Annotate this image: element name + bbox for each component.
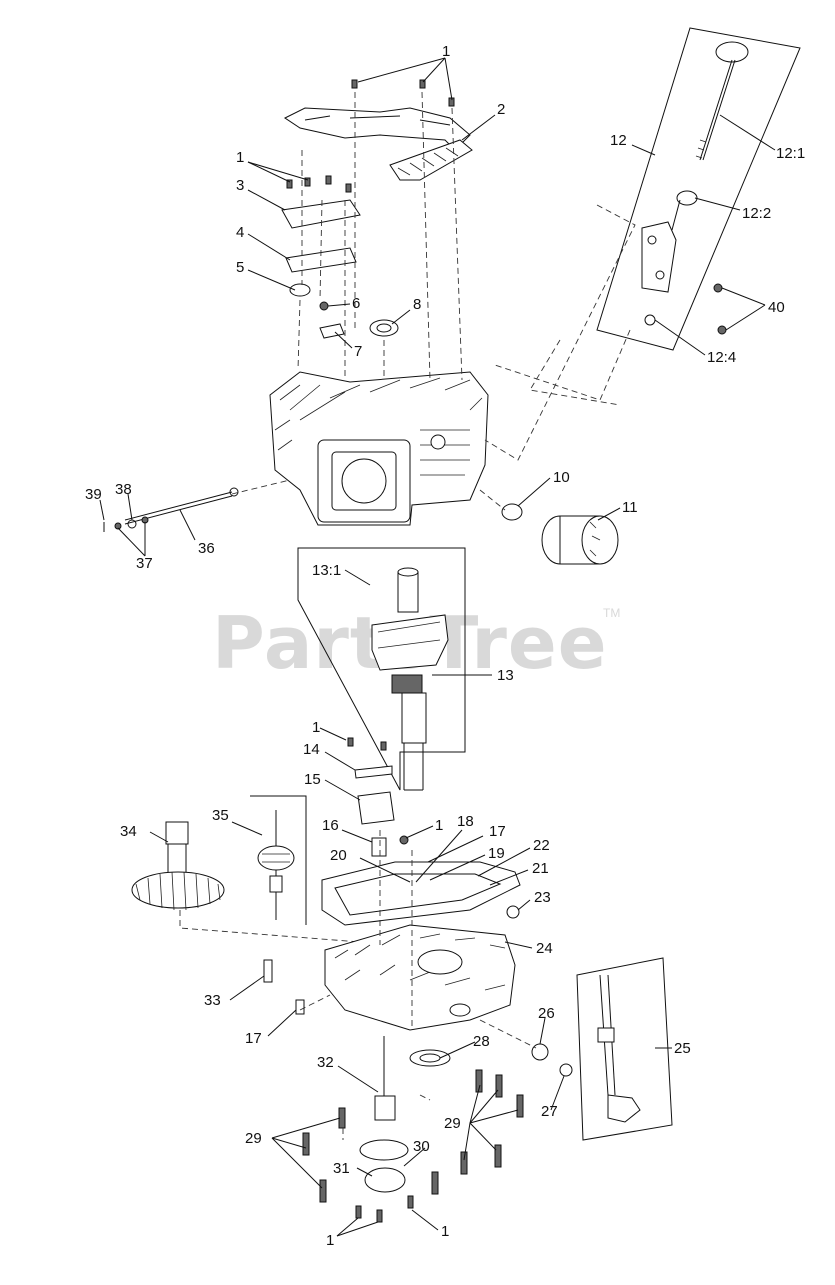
callout-6: 6 xyxy=(352,295,360,312)
callout-13-1: 13:1 xyxy=(312,562,341,579)
callout-22: 22 xyxy=(533,837,550,854)
callout-4: 4 xyxy=(236,224,244,241)
callout-18: 18 xyxy=(457,813,474,830)
callout-30: 30 xyxy=(413,1138,430,1155)
callout-17-top: 17 xyxy=(489,823,506,840)
callout-38: 38 xyxy=(115,481,132,498)
bolt-set-29 xyxy=(302,1069,524,1203)
callout-29-right: 29 xyxy=(444,1115,461,1132)
screws-bottom xyxy=(355,1195,414,1223)
dipstick-box xyxy=(596,27,801,351)
pin-17 xyxy=(295,999,305,1015)
crankcase-cover xyxy=(324,924,516,1031)
plug-26 xyxy=(531,1043,549,1061)
screw-set-left xyxy=(286,175,352,193)
callout-24: 24 xyxy=(536,940,553,957)
plug-23 xyxy=(506,905,520,919)
callout-7: 7 xyxy=(354,343,362,360)
callout-39: 39 xyxy=(85,486,102,503)
crankcase-gasket xyxy=(321,861,521,926)
callout-31: 31 xyxy=(333,1160,350,1177)
callout-28: 28 xyxy=(473,1033,490,1050)
callout-13: 13 xyxy=(497,667,514,684)
callout-37: 37 xyxy=(136,555,153,572)
screw-40b xyxy=(717,325,727,335)
callout-1-bottom-left: 1 xyxy=(326,1232,334,1249)
head-cover xyxy=(284,107,471,151)
callout-25: 25 xyxy=(674,1040,691,1057)
valve-cover-bracket xyxy=(389,139,473,181)
governor-shaft xyxy=(103,487,239,532)
callout-26: 26 xyxy=(538,1005,555,1022)
washer-27 xyxy=(559,1063,573,1077)
callout-14: 14 xyxy=(303,741,320,758)
governor-assembly-32 xyxy=(374,1036,396,1121)
screw-6 xyxy=(319,301,329,311)
callout-15: 15 xyxy=(304,771,321,788)
callout-1-left: 1 xyxy=(236,149,244,166)
seal-8 xyxy=(369,319,399,337)
callout-1-top: 1 xyxy=(442,43,450,60)
filter-adapter xyxy=(501,503,523,521)
plate-31 xyxy=(364,1167,406,1193)
callout-27: 27 xyxy=(541,1103,558,1120)
callout-5: 5 xyxy=(236,259,244,276)
cam-gear-35 xyxy=(257,810,295,920)
callout-12-1: 12:1 xyxy=(776,145,805,162)
oil-filter xyxy=(541,515,619,565)
callout-35: 35 xyxy=(212,807,229,824)
callout-36: 36 xyxy=(198,540,215,557)
screw-set-top xyxy=(351,79,455,107)
callout-1-bottom-right: 1 xyxy=(441,1223,449,1240)
callout-1-b: 1 xyxy=(435,817,443,834)
plug-16 xyxy=(371,837,387,857)
cylinder-block xyxy=(269,371,489,526)
plug-5 xyxy=(289,283,311,297)
crankshaft-box xyxy=(297,547,466,791)
oil-tube-14 xyxy=(354,765,393,779)
breather-tube xyxy=(597,974,641,1123)
callout-29-left: 29 xyxy=(245,1130,262,1147)
cam-box xyxy=(250,795,307,925)
crankshaft xyxy=(371,567,449,791)
callout-16: 16 xyxy=(322,817,339,834)
callout-3: 3 xyxy=(236,177,244,194)
dowel-33 xyxy=(263,959,273,983)
callout-32: 32 xyxy=(317,1054,334,1071)
callout-12: 12 xyxy=(610,132,627,149)
callout-19: 19 xyxy=(488,845,505,862)
screw-40a xyxy=(713,283,723,293)
camshaft-gear-34 xyxy=(131,821,225,911)
callout-8: 8 xyxy=(413,296,421,313)
leader-lines xyxy=(99,57,776,1237)
callout-12-4: 12:4 xyxy=(707,349,736,366)
callout-40: 40 xyxy=(768,299,785,316)
dipstick-assembly xyxy=(641,41,749,326)
watermark-tm: TM xyxy=(603,606,620,620)
washer-7 xyxy=(319,323,345,339)
callout-23: 23 xyxy=(534,889,551,906)
callout-11: 11 xyxy=(622,499,638,516)
callout-34: 34 xyxy=(120,823,137,840)
callout-17-bot: 17 xyxy=(245,1030,262,1047)
oil-screen-15 xyxy=(357,791,395,825)
seal-28 xyxy=(409,1049,451,1067)
callout-labels: 1 2 1 3 4 5 6 7 8 12 12:1 12:2 40 12:4 1… xyxy=(85,43,805,1249)
screws-14 xyxy=(347,737,387,751)
callout-1-mid: 1 xyxy=(312,719,320,736)
callout-20: 20 xyxy=(330,847,347,864)
callout-12-2: 12:2 xyxy=(742,205,771,222)
callout-21: 21 xyxy=(532,860,549,877)
breather-tube-box xyxy=(576,957,673,1141)
callout-10: 10 xyxy=(553,469,570,486)
breather-cover xyxy=(281,199,361,229)
gasket-30 xyxy=(359,1139,409,1161)
callout-33: 33 xyxy=(204,992,221,1009)
callout-2: 2 xyxy=(497,101,505,118)
